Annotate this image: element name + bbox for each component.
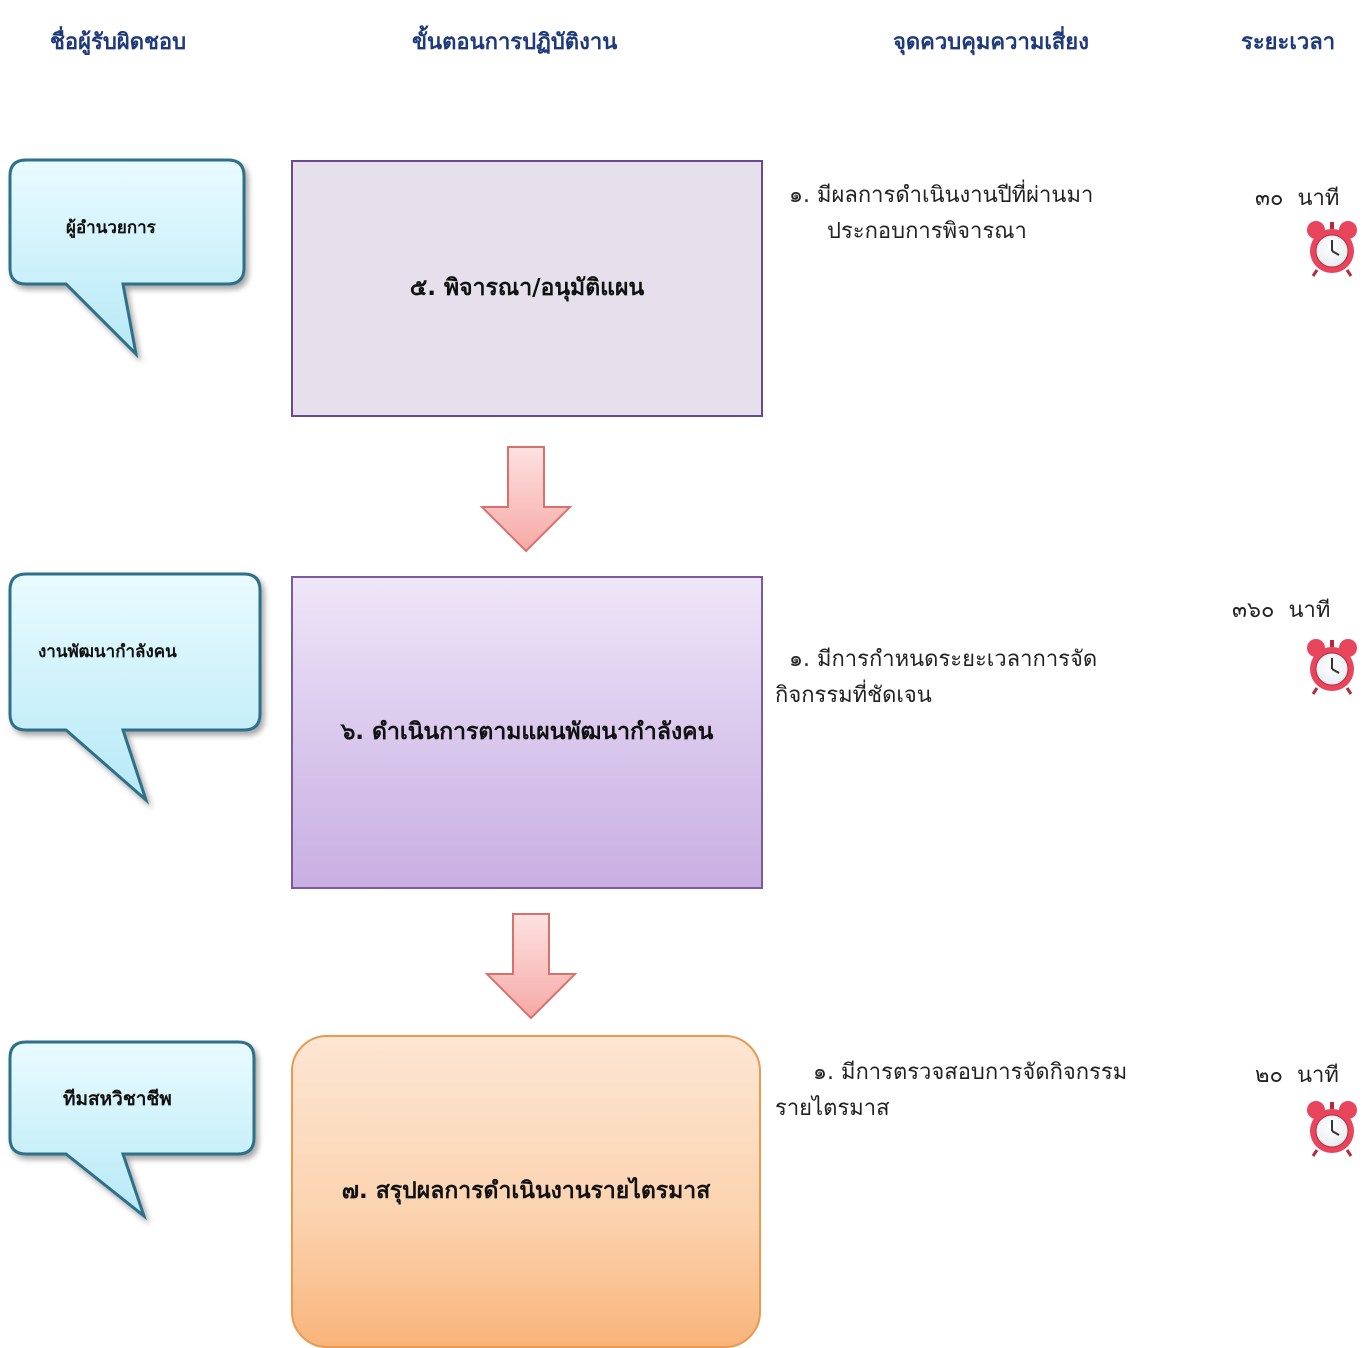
process-step-7: ๗. สรุปผลการดำเนินงานรายไตรมาส: [291, 1035, 761, 1348]
responsible-label-1: ผู้อำนวยการ: [66, 218, 156, 238]
risk-control-2: ๑. มีการกำหนดระยะเวลาการจัด กิจกรรมที่ชั…: [775, 642, 1097, 715]
speech-bubble-shape: [8, 1040, 256, 1221]
duration-1: ๓๐ นาที: [1255, 180, 1339, 215]
duration-2-unit: นาที: [1288, 598, 1331, 623]
header-responsible: ชื่อผู้รับผิดชอบ: [50, 30, 187, 55]
responsible-callout-3: ทีมสหวิชาชีพ: [8, 1040, 258, 1221]
risk-control-1-line1: ๑. มีผลการดำเนินงานปีที่ผ่านมา: [789, 183, 1094, 208]
process-step-6: ๖. ดำเนินการตามแผนพัฒนากำลังคน: [291, 576, 763, 889]
duration-3-unit: นาที: [1296, 1063, 1339, 1088]
risk-control-1-line2: ประกอบการพิจารณา: [827, 219, 1027, 245]
flow-arrow-down-icon: [484, 913, 578, 1020]
responsible-label-3: ทีมสหวิชาชีพ: [63, 1088, 172, 1110]
alarm-clock-icon: [1307, 221, 1357, 277]
risk-control-3-line1: ๑. มีการตรวจสอบการจัดกิจกรรม: [813, 1060, 1128, 1085]
alarm-clock-icon: [1307, 639, 1357, 695]
header-duration: ระยะเวลา: [1241, 30, 1336, 55]
responsible-callout-1: ผู้อำนวยการ: [8, 158, 248, 359]
process-step-5-label: ๕. พิจารณา/อนุมัติแผน: [409, 274, 645, 301]
header-risk-control: จุดควบคุมความเสี่ยง: [893, 30, 1089, 55]
risk-control-2-line1: ๑. มีการกำหนดระยะเวลาการจัด: [789, 647, 1098, 672]
risk-control-3: ๑. มีการตรวจสอบการจัดกิจกรรม รายไตรมาส: [775, 1055, 1127, 1128]
process-step-7-label: ๗. สรุปผลการดำเนินงานรายไตรมาส: [341, 1177, 711, 1204]
header-steps: ขั้นตอนการปฏิบัติงาน: [412, 30, 618, 55]
duration-1-unit: นาที: [1297, 186, 1340, 211]
process-step-6-label: ๖. ดำเนินการตามแผนพัฒนากำลังคน: [340, 718, 714, 745]
duration-1-value: ๓๐: [1255, 186, 1284, 211]
process-step-5: ๕. พิจารณา/อนุมัติแผน: [291, 160, 763, 417]
duration-2: ๓๖๐ นาที: [1232, 592, 1330, 627]
speech-bubble-shape: [8, 158, 246, 359]
duration-3-value: ๒๐: [1255, 1063, 1283, 1088]
responsible-callout-2: งานพัฒนากำลังคน: [8, 572, 264, 805]
duration-3: ๒๐ นาที: [1255, 1057, 1339, 1092]
risk-control-1: ๑. มีผลการดำเนินงานปีที่ผ่านมา ประกอบการ…: [789, 178, 1093, 251]
risk-control-2-line2: กิจกรรมที่ชัดเจน: [775, 683, 932, 709]
risk-control-3-line2: รายไตรมาส: [775, 1096, 890, 1122]
responsible-label-2: งานพัฒนากำลังคน: [38, 642, 177, 662]
speech-bubble-shape: [8, 572, 262, 805]
alarm-clock-icon: [1307, 1101, 1357, 1157]
flow-arrow-down-icon: [479, 446, 573, 553]
duration-2-value: ๓๖๐: [1232, 598, 1275, 623]
